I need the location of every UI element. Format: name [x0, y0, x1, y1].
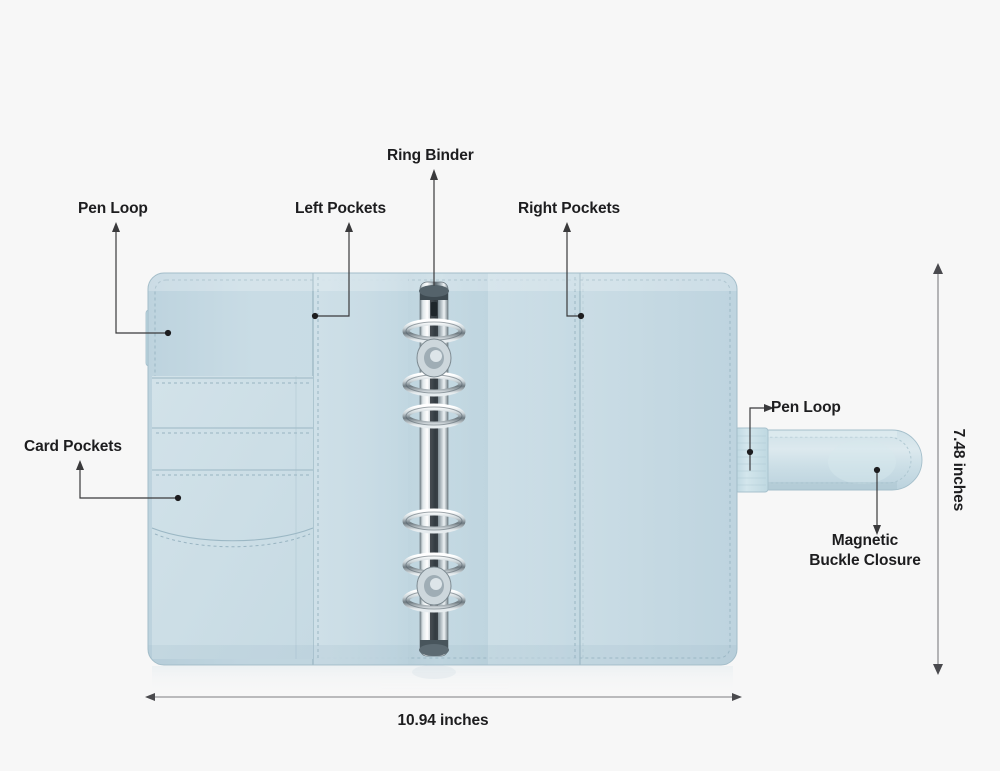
pen-loop-right-tab — [734, 427, 769, 493]
label-magnetic-buckle-closure: Magnetic Buckle Closure — [785, 531, 945, 571]
dimension-lines — [150, 270, 939, 698]
ring-binder-mechanism — [402, 281, 466, 657]
label-card-pockets: Card Pockets — [24, 438, 122, 455]
binder-clasp — [416, 338, 452, 378]
dimension-label-height: 7.48 inches — [949, 428, 967, 512]
card-pockets-panel — [151, 376, 314, 659]
label-magnetic-line-1: Magnetic — [831, 532, 899, 549]
callout-leaders — [79, 176, 878, 528]
binder-clasp-lower — [416, 566, 452, 606]
dimension-arrowheads — [145, 263, 943, 701]
label-pen-loop-right: Pen Loop — [771, 399, 841, 416]
magnetic-buckle-strap — [737, 429, 923, 491]
dimension-label-width: 10.94 inches — [397, 712, 489, 729]
right-pocket-panel — [488, 273, 584, 665]
label-left-pockets: Left Pockets — [295, 200, 386, 217]
label-magnetic-line-2: Buckle Closure — [809, 551, 921, 569]
label-ring-binder: Ring Binder — [387, 147, 474, 164]
label-pen-loop-left: Pen Loop — [78, 200, 148, 217]
callout-anchor-dots — [164, 312, 881, 502]
left-pocket-panel — [312, 273, 408, 665]
callout-arrowheads — [76, 169, 881, 535]
label-right-pockets: Right Pockets — [518, 200, 621, 217]
surface-reflection — [152, 665, 733, 694]
